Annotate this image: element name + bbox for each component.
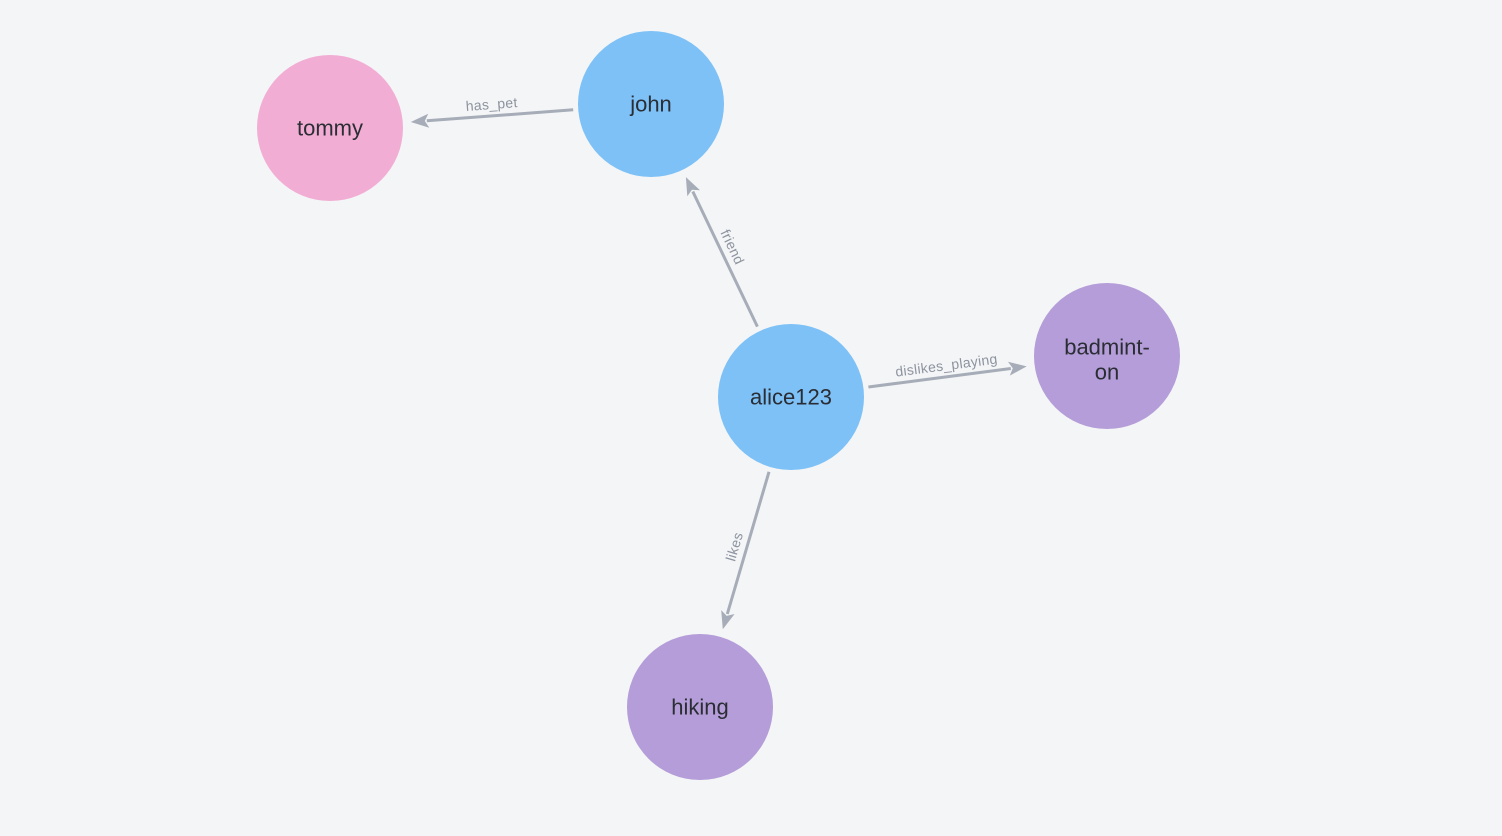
edge-label-friend[interactable]: friend [717,227,747,267]
edge-has-pet: has_pet [410,94,574,128]
node-label-tommy[interactable]: tommy [297,116,363,141]
node-circle-badminton[interactable] [1034,283,1180,429]
edge-line-dislikes-playing[interactable] [868,367,1011,389]
node-label-john[interactable]: john [629,92,672,117]
node-john[interactable]: john [578,31,724,177]
edge-line-friend[interactable] [691,190,759,328]
edge-label-likes[interactable]: likes [722,530,746,563]
node-circle-hiking[interactable] [627,634,773,780]
node-label-hiking[interactable]: hiking [671,695,728,720]
node-alice123[interactable]: alice123 [718,324,864,470]
node-circle-tommy[interactable] [257,55,403,201]
edge-line-likes[interactable] [725,471,771,615]
node-badminton[interactable]: badmint- on [1034,283,1180,429]
edge-label-has-pet[interactable]: has_pet [465,94,518,114]
edge-arrowhead-likes [721,610,735,630]
edge-dislikes-playing: dislikes_playing [868,350,1027,389]
edge-arrowhead-friend [685,177,700,197]
edge-arrowhead-has-pet [410,113,430,128]
edge-friend: friend [685,177,759,328]
edge-likes: likes [721,471,771,630]
node-label-badminton-line1[interactable]: badmint- [1064,335,1150,360]
node-hiking[interactable]: hiking [627,634,773,780]
node-label-alice123[interactable]: alice123 [750,385,832,410]
node-circle-alice123[interactable] [718,324,864,470]
edge-label-dislikes-playing[interactable]: dislikes_playing [894,350,998,379]
edge-arrowhead-dislikes-playing [1008,361,1027,376]
node-tommy[interactable]: tommy [257,55,403,201]
node-label-badminton-line2[interactable]: on [1095,360,1119,385]
node-circle-john[interactable] [578,31,724,177]
edge-line-has-pet[interactable] [426,108,574,123]
